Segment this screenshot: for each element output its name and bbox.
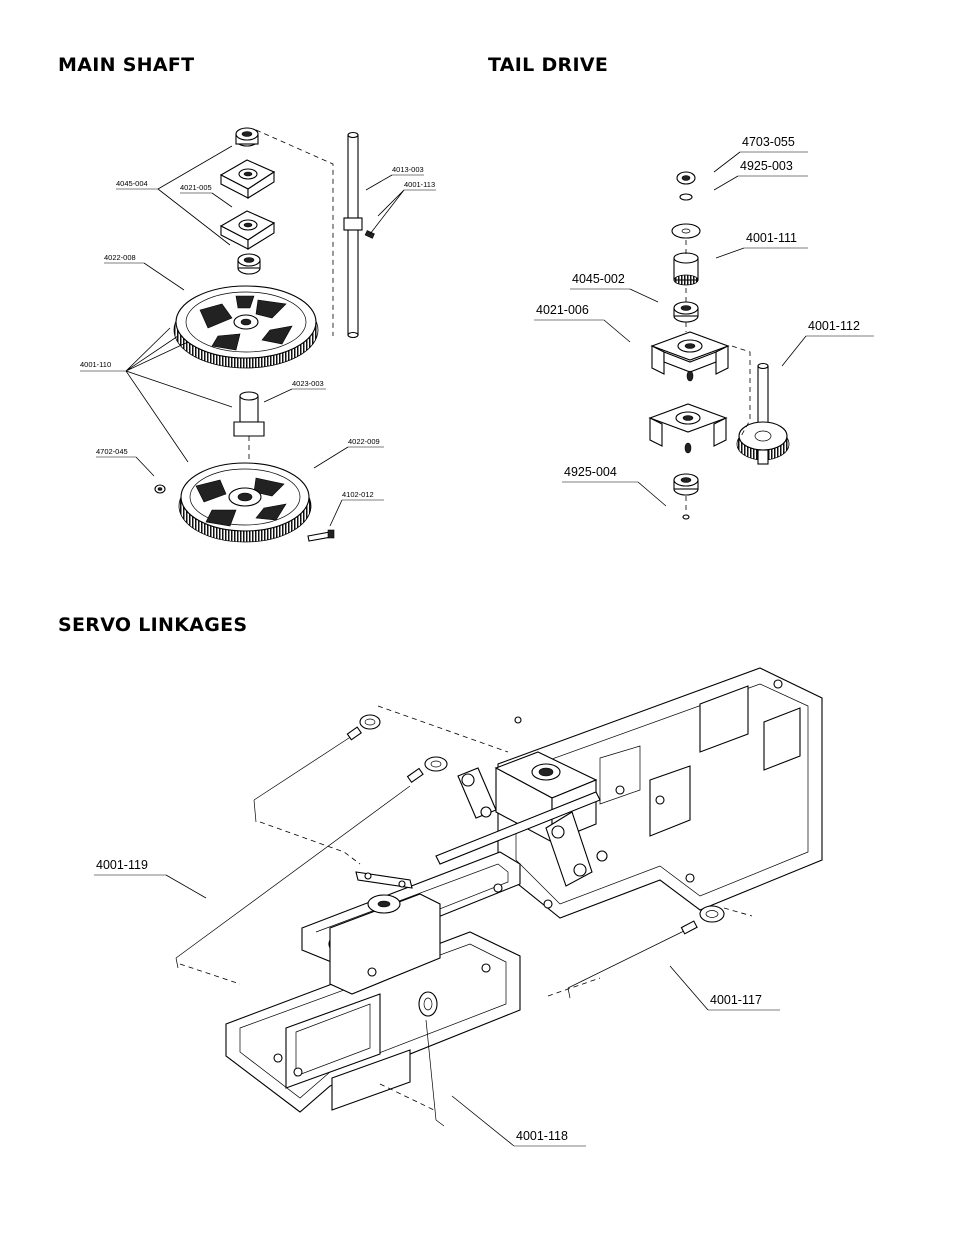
frame-screws: [273, 679, 783, 1077]
linkage-rod-long: [175, 756, 448, 969]
tail-bearing-block-lower: [648, 403, 728, 454]
bellcrank-right: [545, 811, 608, 887]
label-4022-009: 4022-009: [348, 437, 380, 446]
tail-pinion: [673, 252, 699, 286]
label-4023-003: 4023-003: [292, 379, 324, 388]
main-shaft-lower-bearing: [237, 253, 261, 275]
main-shaft-top-bearing: [235, 127, 259, 147]
label-4045-004: 4045-004: [116, 179, 148, 188]
one-way-hub: [233, 391, 265, 460]
lock-nut: [676, 171, 696, 185]
main-shaft-rod: [343, 131, 375, 339]
label-4013-003: 4013-003: [392, 165, 424, 174]
tail-washer: [671, 223, 701, 239]
tail-bearing-top: [673, 301, 699, 323]
upper-main-gear: [173, 285, 319, 369]
tail-output-shaft-gear: [736, 362, 790, 465]
label-4001-111: 4001-111: [746, 231, 797, 245]
gear-bolt: [307, 529, 335, 542]
label-4001-117: 4001-117: [710, 993, 762, 1007]
tail-bearing-bottom: [673, 473, 699, 496]
small-washer: [679, 193, 693, 201]
lower-main-gear: [178, 462, 312, 543]
servo-linkages-diagram: 4001-119 4001-117 4001-118: [94, 667, 823, 1147]
servo-linkages-heading: SERVO LINKAGES: [58, 614, 248, 636]
label-4102-012: 4102-012: [342, 490, 374, 499]
circlip: [682, 514, 690, 520]
tail-drive-heading: TAIL DRIVE: [488, 54, 609, 76]
label-4021-005: 4021-005: [180, 183, 212, 192]
linkage-rod-4001-118: [418, 991, 445, 1127]
label-4925-003: 4925-003: [740, 159, 793, 173]
main-shaft-heading: MAIN SHAFT: [58, 54, 195, 76]
servo-tray-frame: [225, 931, 521, 1113]
label-4001-112: 4001-112: [808, 319, 860, 333]
label-4021-006: 4021-006: [536, 303, 589, 317]
label-4001-119: 4001-119: [96, 858, 148, 872]
label-4045-002: 4045-002: [572, 272, 625, 286]
label-4022-008: 4022-008: [104, 253, 136, 262]
cross-shaft: [435, 791, 601, 865]
label-4925-004: 4925-004: [564, 465, 617, 479]
lower-bearing-block: [219, 210, 276, 250]
label-4001-110: 4001-110: [80, 360, 111, 369]
tail-drive-diagram: 4703-055 4925-003 4001-111 4045-002 4021…: [534, 135, 874, 520]
main-shaft-diagram: 4045-004 4021-005 4013-003 4001-113 4022…: [80, 127, 436, 543]
upper-bearing-block: [219, 159, 276, 199]
label-4001-118: 4001-118: [516, 1129, 568, 1143]
label-4001-113: 4001-113: [404, 180, 435, 189]
tail-bearing-block-upper: [650, 331, 730, 382]
linkage-rod-4001-117: [567, 905, 725, 999]
servo: [329, 871, 441, 995]
linkage-rod-4001-119: [253, 714, 381, 823]
label-4703-055: 4703-055: [742, 135, 795, 149]
label-4702-045: 4702-045: [96, 447, 128, 456]
collar-nut: [154, 484, 166, 494]
bellcrank-left: [457, 767, 497, 819]
